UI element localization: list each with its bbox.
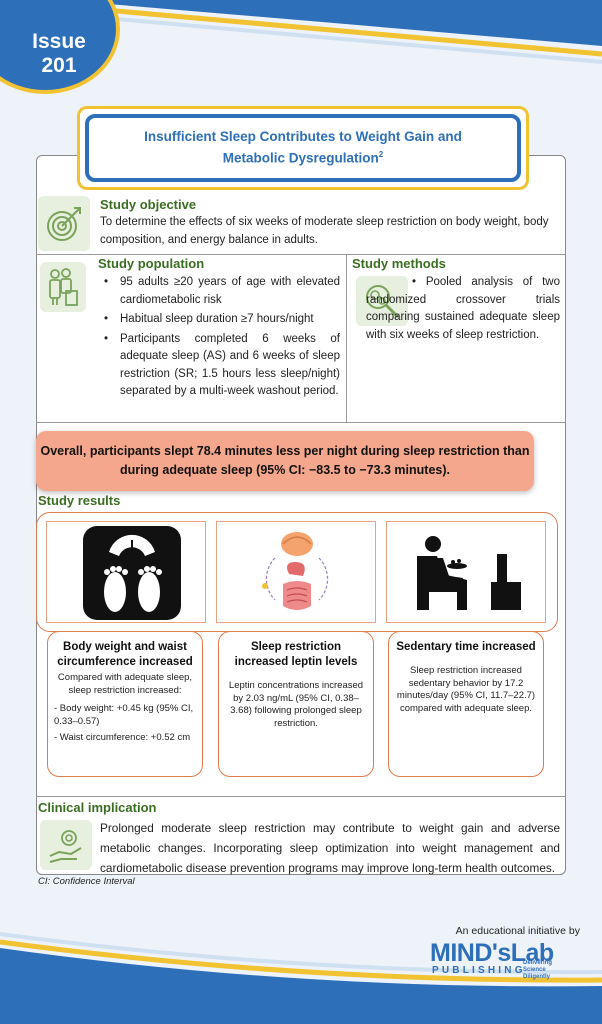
population-list: 95 adults ≥20 years of age with elevated… <box>98 274 340 403</box>
objective-heading: Study objective <box>100 197 197 212</box>
methods-text-content: Pooled analysis of two randomized crosso… <box>366 276 560 341</box>
title-line-1: Insufficient Sleep Contributes to Weight… <box>144 129 462 145</box>
bottom-wave-decoration <box>0 932 602 1024</box>
title-line-2: Metabolic Dysregulation <box>222 150 379 166</box>
key-finding-line-1: Overall, participants slept 78.4 minutes… <box>40 444 530 458</box>
tagline-3: Diligently <box>523 974 551 980</box>
methods-heading: Study methods <box>352 256 446 271</box>
top-wave-decoration <box>59 0 602 64</box>
result-text: Sleep restriction increased sedentary be… <box>396 665 536 714</box>
divider <box>36 796 566 797</box>
clinical-text: Prolonged moderate sleep restriction may… <box>100 821 560 875</box>
clinical-heading: Clinical implication <box>38 800 157 815</box>
brain-gut-icon <box>262 532 329 610</box>
tagline-2: Science <box>523 967 546 973</box>
divider <box>36 422 566 423</box>
result-title: Sedentary time increased <box>396 641 536 653</box>
weighing-scale-icon <box>83 526 181 620</box>
issue-number: 201 <box>41 54 77 77</box>
results-heading: Study results <box>38 493 121 508</box>
population-item: 95 adults ≥20 years of age with elevated… <box>98 274 340 309</box>
divider <box>346 254 347 422</box>
result-bullet: - Waist circumference: +0.52 cm <box>54 732 191 743</box>
magnifier-gear-icon <box>356 276 408 326</box>
result-title: Body weight and waist circumference incr… <box>57 641 193 668</box>
title-reference: 2 <box>378 150 384 160</box>
initiative-text: An educational initiative by <box>455 925 580 937</box>
population-item: Habitual sleep duration ≥7 hours/night <box>98 311 340 329</box>
brand-tagline: Delivering Science Diligently <box>523 960 552 981</box>
result-title: Sleep restriction increased leptin level… <box>234 641 358 668</box>
tv-couch-icon <box>417 536 521 610</box>
hand-gear-icon <box>40 820 92 870</box>
brand-publishing: PUBLISHING <box>432 965 526 976</box>
result-card-leptin: Sleep restriction increased leptin level… <box>218 631 374 777</box>
objective-text: To determine the effects of six weeks of… <box>100 216 549 246</box>
result-text: Leptin concentrations increased by 2.03 … <box>228 680 364 729</box>
leptin-image-card <box>216 521 376 623</box>
footnote: CI: Confidence Interval <box>38 876 135 887</box>
population-heading: Study population <box>98 256 205 271</box>
target-icon <box>38 196 90 251</box>
result-card-weight: Body weight and waist circumference incr… <box>47 631 203 777</box>
title-frame: Insufficient Sleep Contributes to Weight… <box>77 106 529 190</box>
people-icon <box>40 262 86 312</box>
page-title: Insufficient Sleep Contributes to Weight… <box>85 114 521 182</box>
divider <box>36 254 566 255</box>
key-finding-banner: Overall, participants slept 78.4 minutes… <box>36 431 534 491</box>
brand-logo: MIND'sLab <box>430 939 554 967</box>
result-card-sedentary: Sedentary time increased Sleep restricti… <box>388 631 544 777</box>
scale-image-card <box>46 521 206 623</box>
result-text: Compared with adequate sleep, sleep rest… <box>57 672 193 696</box>
issue-label: Issue <box>32 30 86 53</box>
key-finding-line-2: during adequate sleep (95% CI: −83.5 to … <box>120 463 450 477</box>
population-item: Participants completed 6 weeks of adequa… <box>98 331 340 401</box>
methods-text: • Pooled analysis of two randomized cros… <box>366 276 560 341</box>
tagline-1: Delivering <box>523 960 553 966</box>
result-bullet: - Body weight: +0.45 kg (95% CI, 0.33–0.… <box>54 703 194 727</box>
sedentary-image-card <box>386 521 546 623</box>
